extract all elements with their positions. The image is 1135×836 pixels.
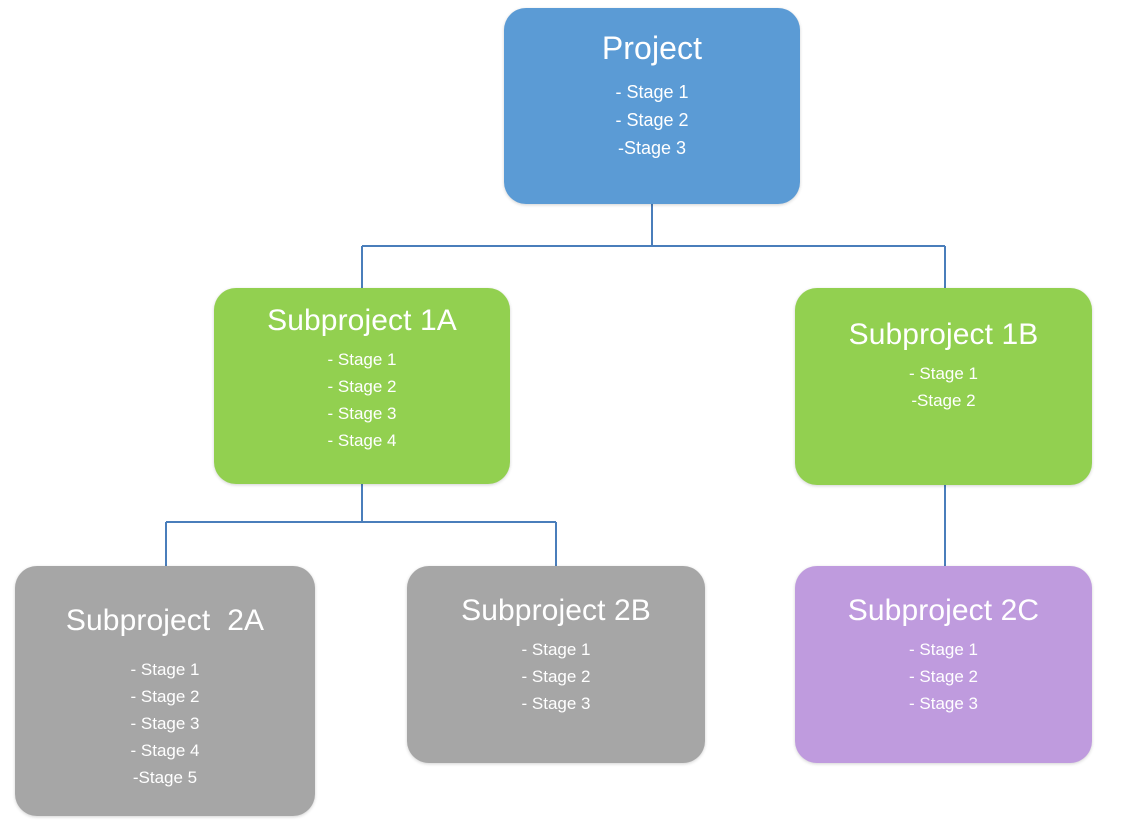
node-subproject-1a-title: Subproject 1A	[267, 304, 457, 337]
node-subproject-2a-title: Subproject 2A	[65, 604, 265, 637]
node-project-title: Project	[601, 30, 703, 66]
stage-item: - Stage 2	[615, 110, 689, 130]
stage-item: -Stage 5	[132, 767, 198, 787]
stage-item: - Stage 2	[327, 376, 397, 396]
node-subproject-2a-stages: - Stage 1 - Stage 2 - Stage 3 - Stage 4 …	[131, 656, 200, 791]
node-subproject-1b-stages: - Stage 1 -Stage 2	[909, 360, 978, 414]
stage-item: -Stage 3	[617, 138, 687, 158]
stage-item: - Stage 4	[130, 740, 200, 760]
node-subproject-2b[interactable]: Subproject 2B - Stage 1 - Stage 2 - Stag…	[407, 566, 705, 763]
stage-item: - Stage 1	[521, 639, 591, 659]
stage-item: - Stage 1	[130, 659, 200, 679]
stage-item: - Stage 1	[615, 82, 689, 102]
node-subproject-2b-title: Subproject 2B	[461, 594, 651, 627]
stage-item: - Stage 3	[521, 693, 591, 713]
node-subproject-1a-stages: - Stage 1 - Stage 2 - Stage 3 - Stage 4	[328, 346, 397, 454]
stage-item: - Stage 3	[909, 693, 978, 713]
stage-item: - Stage 2	[130, 686, 200, 706]
node-subproject-2b-stages: - Stage 1 - Stage 2 - Stage 3	[522, 636, 591, 717]
node-project[interactable]: Project - Stage 1 - Stage 2 -Stage 3	[504, 8, 800, 204]
node-project-stages: - Stage 1 - Stage 2 -Stage 3	[615, 78, 688, 162]
stage-item: - Stage 1	[909, 363, 978, 383]
node-subproject-2c-stages: - Stage 1 - Stage 2 - Stage 3	[909, 636, 978, 717]
node-subproject-2a[interactable]: Subproject 2A - Stage 1 - Stage 2 - Stag…	[15, 566, 315, 816]
stage-item: - Stage 2	[909, 666, 978, 686]
stage-item: - Stage 1	[327, 349, 397, 369]
node-subproject-1b-title: Subproject 1B	[848, 318, 1039, 351]
node-subproject-1b[interactable]: Subproject 1B - Stage 1 -Stage 2	[795, 288, 1092, 485]
stage-item: - Stage 3	[327, 403, 397, 423]
node-subproject-2c-title: Subproject 2C	[847, 594, 1040, 627]
stage-item: - Stage 1	[909, 639, 978, 659]
node-subproject-1a[interactable]: Subproject 1A - Stage 1 - Stage 2 - Stag…	[214, 288, 510, 484]
node-subproject-2c[interactable]: Subproject 2C - Stage 1 - Stage 2 - Stag…	[795, 566, 1092, 763]
stage-item: -Stage 2	[911, 390, 976, 410]
stage-item: - Stage 2	[521, 666, 591, 686]
stage-item: - Stage 4	[327, 430, 397, 450]
stage-item: - Stage 3	[130, 713, 200, 733]
